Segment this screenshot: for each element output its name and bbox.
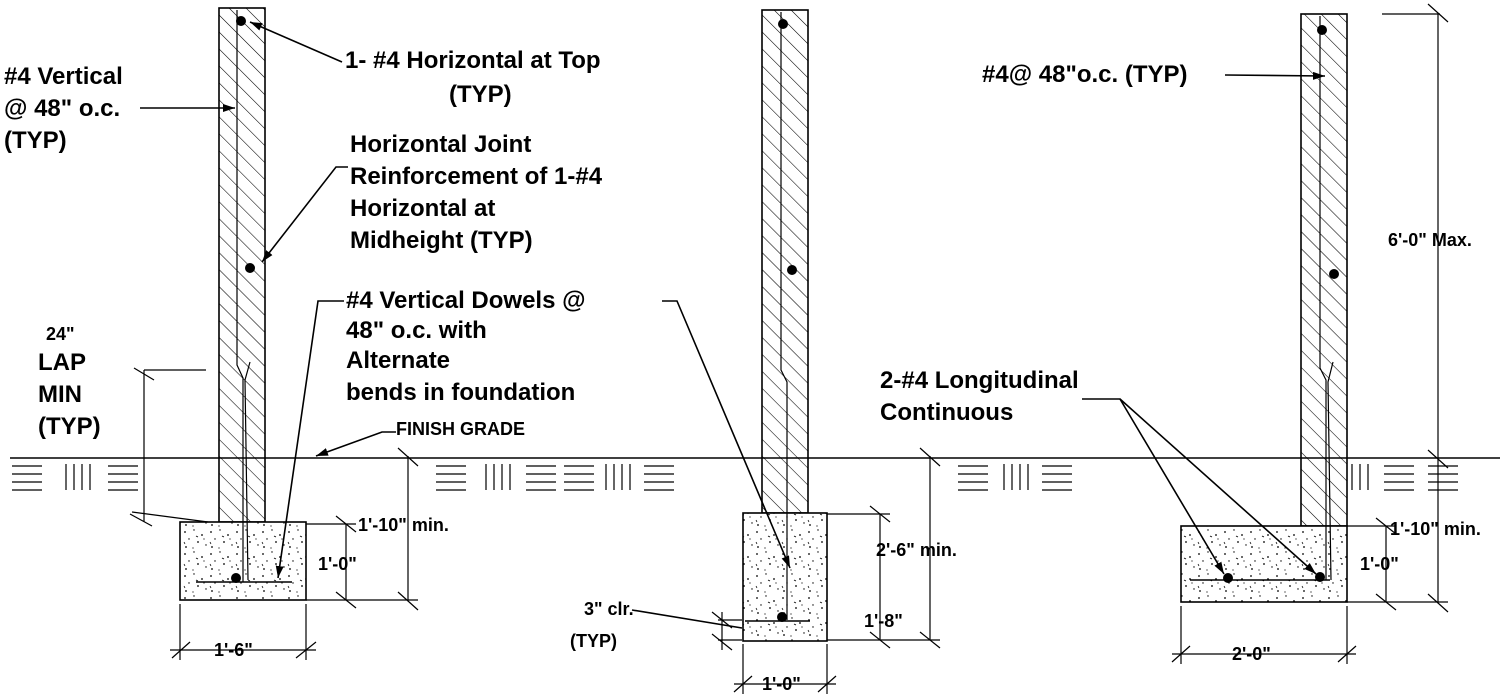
leader-lines xyxy=(140,21,1326,629)
label-vert-left: #4 Vertical @ 48" o.c. (TYP) xyxy=(4,63,123,154)
svg-text:24": 24" xyxy=(46,324,75,344)
svg-text:(TYP): (TYP) xyxy=(570,631,617,651)
label-dowels: #4 Vertical Dowels @ 48" o.c. with Alter… xyxy=(346,287,586,406)
svg-text:@ 48" o.c.: @ 48" o.c. xyxy=(4,95,120,122)
svg-text:48" o.c. with: 48" o.c. with xyxy=(346,317,487,344)
label-lap: 24" LAP MIN (TYP) xyxy=(38,324,101,440)
dim-left-thick: 1'-0" xyxy=(318,554,357,574)
svg-text:(TYP): (TYP) xyxy=(449,81,512,108)
svg-text:bends in foundation: bends in foundation xyxy=(346,379,575,406)
center-wall xyxy=(742,9,828,642)
svg-text:2-#4 Longitudinal: 2-#4 Longitudinal xyxy=(880,367,1079,394)
svg-text:Continuous: Continuous xyxy=(880,399,1013,426)
dim-left-width: 1'-6" xyxy=(214,640,253,660)
dimension-lines xyxy=(129,3,1449,694)
svg-text:Alternate: Alternate xyxy=(346,347,450,374)
label-top-horizontal: 1- #4 Horizontal at Top (TYP) xyxy=(345,47,601,108)
svg-text:Horizontal at: Horizontal at xyxy=(350,195,495,222)
svg-text:#4 Vertical: #4 Vertical xyxy=(4,63,123,90)
dim-right-depth: 1'-10" min. xyxy=(1390,519,1481,539)
svg-text:Midheight (TYP): Midheight (TYP) xyxy=(350,227,533,254)
rebar-dot-icon xyxy=(236,16,246,26)
grade-hatch-icon xyxy=(12,464,1458,491)
dim-center-thick: 1'-8" xyxy=(864,611,903,631)
dim-right-thick: 1'-0" xyxy=(1360,554,1399,574)
right-wall xyxy=(1180,13,1348,603)
svg-text:LAP: LAP xyxy=(38,349,86,376)
label-right-vertical: #4@ 48"o.c. (TYP) xyxy=(982,61,1188,88)
dim-center-width: 1'-0" xyxy=(762,674,801,694)
dim-center-depth: 2'-6" min. xyxy=(876,540,957,560)
rebar-dot-icon xyxy=(787,265,797,275)
svg-text:Reinforcement of 1-#4: Reinforcement of 1-#4 xyxy=(350,163,603,190)
rebar-dot-icon xyxy=(231,573,241,583)
svg-text:1- #4 Horizontal at Top: 1- #4 Horizontal at Top xyxy=(345,47,601,74)
label-longitudinal: 2-#4 Longitudinal Continuous xyxy=(880,367,1079,426)
dim-right-width: 2'-0" xyxy=(1232,644,1271,664)
rebar-dot-icon xyxy=(1317,25,1327,35)
svg-text:#4 Vertical Dowels @: #4 Vertical Dowels @ xyxy=(346,287,586,314)
dim-left-depth: 1'-10" min. xyxy=(358,515,449,535)
label-joint-reinforcement: Horizontal Joint Reinforcement of 1-#4 H… xyxy=(350,131,603,254)
label-clear-cover: 3" clr. (TYP) xyxy=(570,599,634,651)
label-finish-grade: FINISH GRADE xyxy=(396,419,525,439)
rebar-dot-icon xyxy=(777,612,787,622)
rebar-dot-icon xyxy=(778,19,788,29)
rebar-dot-icon xyxy=(1329,269,1339,279)
svg-text:3" clr.: 3" clr. xyxy=(584,599,634,619)
svg-text:Horizontal Joint: Horizontal Joint xyxy=(350,131,531,158)
svg-text:(TYP): (TYP) xyxy=(4,127,67,154)
svg-text:(TYP): (TYP) xyxy=(38,413,101,440)
label-max-height: 6'-0" Max. xyxy=(1388,230,1472,250)
svg-text:MIN: MIN xyxy=(38,381,82,408)
rebar-dot-icon xyxy=(245,263,255,273)
rebar-dot-icon xyxy=(1223,573,1233,583)
left-wall xyxy=(179,7,307,601)
rebar-dot-icon xyxy=(1315,572,1325,582)
